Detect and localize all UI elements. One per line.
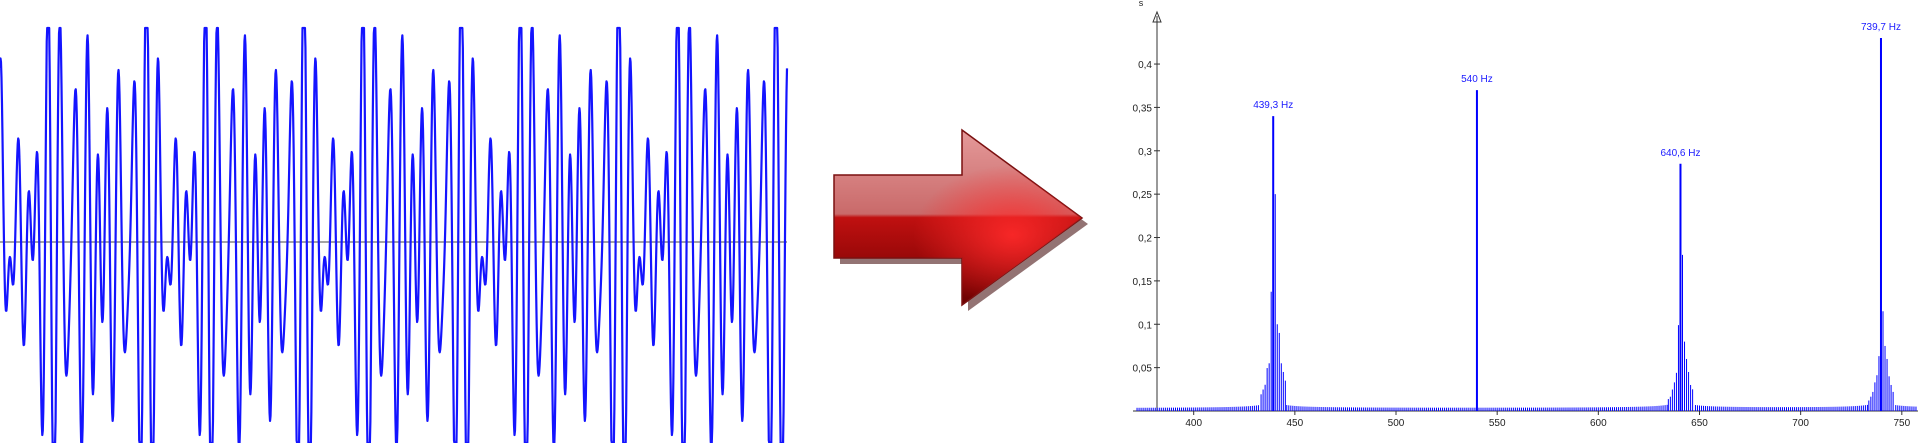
peak-label: 540 Hz (1461, 74, 1493, 85)
x-tick-label: 550 (1489, 418, 1506, 429)
y-tick-label: 0,25 (1133, 190, 1153, 201)
y-tick-label: 0,3 (1138, 147, 1152, 158)
arrow-glow (834, 130, 1082, 305)
transform-arrow-icon (833, 128, 1088, 311)
x-tick-label: 700 (1792, 418, 1809, 429)
peak-label: 739,7 Hz (1861, 22, 1901, 33)
x-tick-label: 400 (1185, 418, 1202, 429)
x-tick-label: 750 (1893, 418, 1910, 429)
peak-label: 439,3 Hz (1253, 100, 1293, 111)
x-tick-label: 650 (1691, 418, 1708, 429)
y-axis-label: s (1139, 0, 1144, 8)
y-tick-label: 0,4 (1138, 60, 1152, 71)
peak-label: 640,6 Hz (1660, 148, 1700, 159)
y-tick-label: 0,2 (1138, 234, 1152, 245)
y-axis-arrow-icon (1152, 10, 1162, 23)
y-tick-label: 0,35 (1133, 103, 1153, 114)
y-tick-label: 0,05 (1133, 364, 1153, 375)
x-tick-label: 600 (1590, 418, 1607, 429)
y-tick-label: 0,1 (1138, 320, 1152, 331)
x-tick-label: 450 (1287, 418, 1304, 429)
x-tick-label: 500 (1388, 418, 1405, 429)
time-domain-waveform-chart (0, 26, 789, 443)
waveform-line (0, 26, 789, 443)
y-tick-label: 0,15 (1133, 277, 1153, 288)
frequency-spectrum-chart: s 0,05 0,1 0,15 0,2 0,25 0,3 0,35 0,4 400 450 500 55… (1133, 0, 1918, 429)
